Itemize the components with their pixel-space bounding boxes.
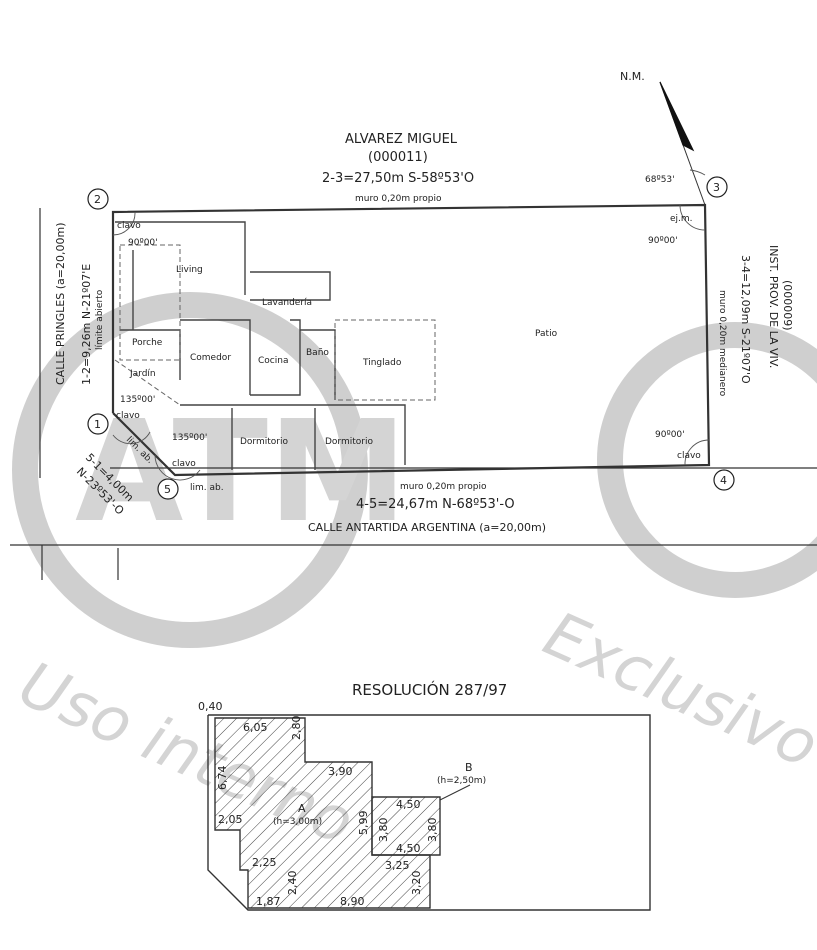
- resolution-area-b-height: (h=2,50m): [437, 776, 486, 786]
- vertex-marker-4: [713, 469, 735, 491]
- neighbor-north-code: (000011): [368, 150, 428, 165]
- boundary-wall-3-4: muro 0,20m medianero: [717, 290, 727, 397]
- room-bano: Baño: [306, 348, 329, 358]
- lot-boundary: [111, 203, 711, 477]
- compass-label: N.M.: [620, 70, 645, 83]
- resolution-area-a-label: A: [298, 802, 306, 815]
- dashed-outline-tinglado: [334, 319, 436, 401]
- room-dormitorio-2: Dormitorio: [325, 437, 373, 447]
- clavo-label-1: clavo: [116, 411, 140, 421]
- boundary-1-2-note: límite abierto: [95, 289, 105, 350]
- house-wall-cocina: [250, 319, 301, 396]
- angle-3-em-label: ej.m.: [670, 214, 693, 224]
- resolution-area-a-height: (h=3,00m): [273, 817, 322, 827]
- resolution-dim-3: 6,74: [216, 766, 229, 791]
- resolution-area-b-label: B: [465, 761, 473, 774]
- vertex-label-3: 3: [713, 181, 720, 194]
- vertex-marker-2: [87, 188, 109, 210]
- room-tinglado: Tinglado: [362, 358, 402, 368]
- clavo-label-5: clavo: [172, 459, 196, 469]
- resolution-area-b-leader: [439, 784, 471, 801]
- boundary-2-3: 2-3=27,50m S-58º53'O: [322, 171, 474, 186]
- street-south-label: CALLE ANTARTIDA ARGENTINA (a=20,00m): [308, 521, 546, 534]
- resolution-dim-7: 4,50: [396, 798, 421, 811]
- angle-arc-4: [684, 439, 710, 466]
- neighbor-east-code: (000009): [781, 280, 794, 331]
- resolution-dim-4: 3,90: [328, 765, 353, 778]
- resolution-lot-outline: [207, 714, 651, 911]
- boundary-4-5: 4-5=24,67m N-68º53'-O: [356, 497, 515, 512]
- house-wall-bano: [300, 329, 336, 400]
- clavo-label-4: clavo: [677, 451, 701, 461]
- angle-1-label: 135º00': [120, 395, 155, 405]
- angle-3-label: 90º00': [648, 236, 678, 246]
- vertex-label-4: 4: [720, 474, 727, 487]
- room-comedor: Comedor: [190, 353, 231, 363]
- resolution-dim-13: 3,20: [410, 871, 423, 896]
- boundary-wall-2-3: muro 0,20m propio: [355, 194, 442, 204]
- compass-needle: [659, 81, 695, 152]
- resolution-dim-10: 4,50: [396, 842, 421, 855]
- boundary-1-2: 1-2=9,26m N-21º07'E: [80, 264, 93, 385]
- resolution-dim-6: 5,99: [357, 811, 370, 836]
- vertex-label-2: 2: [94, 193, 101, 206]
- clavo-label-2: clavo: [117, 221, 141, 231]
- boundary-3-4: 3-4=12,09m S-21º07'O: [739, 255, 752, 384]
- neighbor-east-name: INST. PROV. DE LA VIV.: [767, 245, 780, 368]
- angle-arc-3: [679, 204, 706, 231]
- street-west-label: CALLE PRINGLES (a=20,00m): [54, 223, 67, 386]
- angle-arc-3-north: [689, 169, 706, 176]
- dashed-outline-porche: [119, 244, 181, 361]
- watermark-logo-circle-left: [12, 292, 368, 648]
- watermark-logo-circle-right: [597, 322, 817, 598]
- resolution-dim-9: 3,80: [426, 818, 439, 843]
- room-lavanderia: Lavandería: [262, 298, 312, 308]
- room-living: Living: [176, 265, 203, 275]
- angle-5-label: 135º00': [172, 433, 207, 443]
- resolution-dim-8: 3,80: [377, 818, 390, 843]
- lim-ab-label-2: lim. ab.: [190, 483, 224, 493]
- angle-arc-2: [112, 211, 136, 236]
- resolution-area-b: [371, 796, 441, 856]
- vertex-marker-3: [706, 176, 728, 198]
- resolution-dim-14: 1,87: [256, 895, 281, 908]
- room-dormitorio-1: Dormitorio: [240, 437, 288, 447]
- dashed-outline-jardin: [114, 359, 181, 406]
- house-wall-lavanderia: [250, 271, 331, 301]
- vertex-label-5: 5: [164, 483, 171, 496]
- resolution-dim-16: 8,90: [340, 895, 365, 908]
- room-patio: Patio: [535, 329, 558, 339]
- boundary-wall-4-5: muro 0,20m propio: [400, 482, 487, 492]
- resolution-dim-5: 2,05: [218, 813, 243, 826]
- room-porche: Porche: [132, 338, 163, 348]
- vertex-marker-5: [157, 478, 179, 500]
- resolution-dim-2: 2,80: [290, 716, 303, 741]
- room-jardin: Jardín: [129, 369, 156, 379]
- room-cocina: Cocina: [258, 356, 288, 366]
- angle-2-label: 90º00': [128, 238, 158, 248]
- resolution-dim-0: 0,40: [198, 700, 223, 713]
- house-wall-comedor: [180, 319, 251, 395]
- angle-arc-5: [154, 454, 201, 481]
- neighbor-north-name: ALVAREZ MIGUEL: [345, 132, 458, 147]
- resolution-title: RESOLUCIÓN 287/97: [352, 680, 507, 699]
- resolution-dim-1: 6,05: [243, 721, 268, 734]
- vertex-marker-1: [87, 413, 109, 435]
- resolution-dim-12: 3,25: [385, 859, 410, 872]
- resolution-dim-11: 2,25: [252, 856, 277, 869]
- angle-4-label: 90º00': [655, 430, 685, 440]
- vertex-label-1: 1: [94, 418, 101, 431]
- angle-3-north-label: 68º53': [645, 175, 675, 185]
- angle-arc-1: [112, 431, 151, 445]
- house-wall-living: [115, 221, 246, 295]
- resolution-dim-15: 2,40: [286, 871, 299, 896]
- house-wall-dormitorios: [180, 404, 406, 465]
- resolution-area-a: [214, 717, 431, 909]
